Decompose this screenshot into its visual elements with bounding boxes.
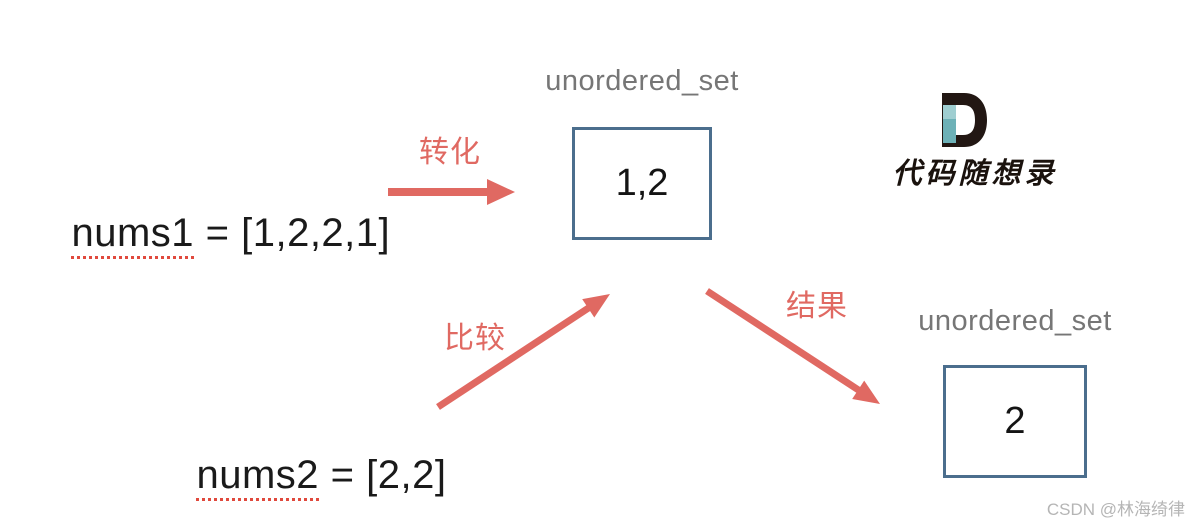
set2-label: unordered_set	[918, 305, 1112, 337]
set1-group: unordered_set 1,2	[535, 62, 749, 240]
set1-label: unordered_set	[545, 65, 739, 97]
transform-arrow-head	[487, 179, 515, 205]
logo-teal-dark-block	[943, 119, 956, 143]
logo-d-icon	[942, 93, 987, 147]
set2-value: 2	[1004, 400, 1026, 442]
nums2-variable: nums2	[196, 453, 320, 501]
nums1-expression: nums1 = [1,2,2,1]	[25, 166, 390, 301]
set2-group: unordered_set 2	[908, 302, 1122, 478]
nums2-assignment: = [2,2]	[319, 453, 447, 497]
result-arrow-label: 结果	[786, 290, 848, 323]
nums1-assignment: = [1,2,2,1]	[194, 211, 391, 255]
nums1-variable: nums1	[71, 211, 195, 259]
compare-arrow-label: 比较	[444, 322, 506, 355]
logo: 代码随想录	[875, 90, 1075, 190]
set2-box: 2	[943, 365, 1087, 478]
transform-arrow	[388, 179, 515, 205]
result-arrow-head	[852, 380, 880, 404]
watermark: CSDN @林海绮律	[1046, 500, 1185, 519]
compare-arrow-head	[582, 294, 610, 318]
logo-teal-light-block	[943, 105, 956, 119]
set1-value: 1,2	[615, 162, 669, 204]
set1-box: 1,2	[572, 127, 712, 240]
logo-brand-text: 代码随想录	[892, 156, 1058, 190]
transform-arrow-label: 转化	[419, 136, 481, 169]
nums2-expression: nums2 = [2,2]	[150, 408, 446, 522]
